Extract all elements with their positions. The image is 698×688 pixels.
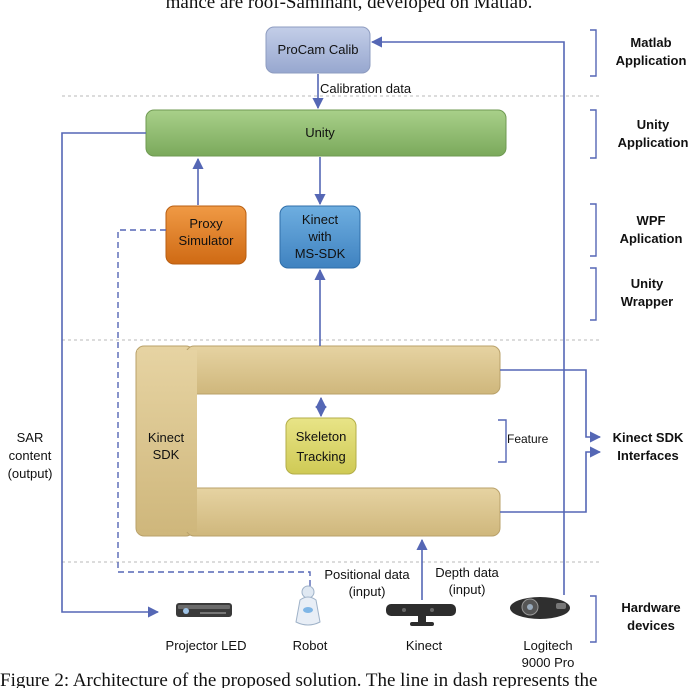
layer-label-line1: Matlab: [630, 35, 671, 50]
skeleton-tracking-box: [285, 417, 357, 475]
layer-bracket: [590, 203, 597, 257]
layer-wpf: WPF Aplication: [590, 203, 683, 257]
layer-label-line2: Application: [616, 53, 687, 68]
proxy-simulator-label-line2: Simulator: [179, 233, 235, 248]
layer-matlab: Matlab Application: [590, 29, 687, 77]
robot-label: Robot: [293, 638, 328, 653]
layer-label-line1: WPF: [637, 213, 666, 228]
layer-label-line2: devices: [627, 618, 675, 633]
feature-label: Feature: [507, 432, 549, 446]
projector-label: Projector LED: [166, 638, 247, 653]
dashed-positional-line: [117, 229, 311, 588]
proxy-simulator-box: [165, 205, 247, 265]
layer-kinect-interfaces-line2: Interfaces: [617, 448, 678, 463]
kinect-sdk-joint-fill: [137, 350, 197, 532]
arrow-sar-output: [61, 132, 160, 618]
positional-data-label-line1: Positional data: [324, 567, 410, 582]
logitech-label-line2: 9000 Pro: [522, 655, 575, 670]
kinect-sdk-bottom-arm: [185, 487, 501, 537]
layer-hardware: Hardware devices: [590, 595, 681, 643]
kinect-sdk-label-line2: SDK: [153, 447, 180, 462]
procam-calib-box: [265, 26, 371, 74]
layer-wrapper: Unity Wrapper: [590, 267, 674, 321]
layer-bracket: [590, 29, 597, 77]
kinect-sdk-label-line1: Kinect: [148, 430, 185, 445]
kinect-ms-sdk-box: [279, 205, 361, 269]
kinect-sensor-icon: [386, 604, 456, 626]
figure-caption: Figure 2: Architecture of the proposed s…: [0, 670, 597, 688]
layer-bracket: [590, 267, 597, 321]
layer-label-line1: Unity: [631, 276, 664, 291]
positional-data-label-line2: (input): [349, 584, 386, 599]
webcam-icon: [510, 597, 570, 619]
layer-label-line2: Wrapper: [621, 294, 674, 309]
kinect-ms-sdk-label-line2: with: [307, 229, 331, 244]
sar-label-line2: content: [9, 448, 52, 463]
projector-icon: [176, 603, 232, 617]
arrow-logitech-to-procam: [370, 36, 565, 595]
layer-bracket: [590, 109, 597, 159]
arrow-top-arm-interfaces: [500, 369, 602, 443]
layer-label-line1: Unity: [637, 117, 670, 132]
sar-label-line1: SAR: [17, 430, 44, 445]
depth-data-label-line2: (input): [449, 582, 486, 597]
layer-label-line1: Hardware: [621, 600, 680, 615]
sar-label-line3: (output): [8, 466, 53, 481]
logitech-label-line1: Logitech: [523, 638, 572, 653]
calibration-data-label: Calibration data: [320, 81, 412, 96]
kinect-ms-sdk-label-line3: MS-SDK: [295, 246, 346, 261]
kinect-sdk-top-arm: [185, 345, 501, 395]
skeleton-tracking-label-line1: Skeleton: [296, 429, 347, 444]
layer-label-line2: Aplication: [620, 231, 683, 246]
arrow-bottom-arm-interfaces: [500, 446, 602, 513]
layer-unity-app: Unity Application: [590, 109, 689, 159]
layer-kinect-interfaces-line1: Kinect SDK: [613, 430, 684, 445]
skeleton-tracking-label-line2: Tracking: [296, 449, 345, 464]
unity-label: Unity: [305, 125, 335, 140]
feature-bracket: [498, 419, 507, 463]
robot-icon: [295, 585, 321, 626]
kinect-label: Kinect: [406, 638, 443, 653]
layer-bracket: [590, 595, 597, 643]
layer-label-line2: Application: [618, 135, 689, 150]
procam-calib-label: ProCam Calib: [278, 42, 359, 57]
top-caption: mance are roof-Saminant, developed on Ma…: [166, 0, 533, 13]
depth-data-label-line1: Depth data: [435, 565, 499, 580]
kinect-ms-sdk-label-line1: Kinect: [302, 212, 339, 227]
proxy-simulator-label-line1: Proxy: [189, 216, 223, 231]
